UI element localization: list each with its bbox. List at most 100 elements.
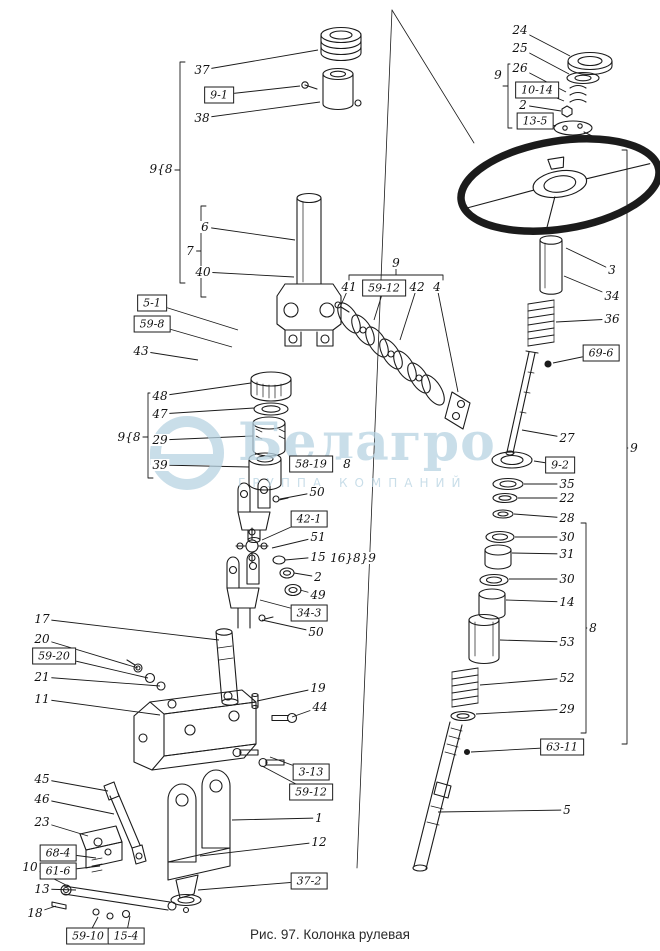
part-number-13: 13 [32,882,52,896]
ball-69-6 [544,360,552,368]
part-number-40: 40 [193,265,213,279]
upper-bushing [322,67,362,111]
part-number-52: 52 [557,671,577,685]
bolt-44 [271,712,298,724]
washer-29 [450,710,476,722]
part-callout-63-11: 63-11 [540,738,584,756]
leader-line [159,464,250,468]
bearing-stack [248,371,292,491]
leader-line [475,708,568,715]
leader-line [41,698,161,716]
part-number-46: 46 [32,792,52,806]
bushing-53 [468,613,500,665]
part-callout-34-3: 34-3 [290,604,328,622]
construction-lines [356,9,475,869]
part-number-12: 12 [309,835,329,849]
leader-line [201,49,319,71]
mounting-bracket [133,689,257,771]
leader-line [202,271,295,278]
part-number-14: 14 [557,595,577,609]
worm-shaft [505,350,539,456]
leader-line [522,104,562,112]
part-callout-13-5: 13-5 [516,112,554,130]
leader-line [197,880,310,891]
spring-52 [451,667,479,708]
part-number-30: 30 [557,572,577,586]
part-number-21: 21 [32,670,52,684]
leader-line [199,841,320,857]
part-number-36: 36 [602,312,622,326]
wheel-nut-stack [553,51,613,137]
part-callout-3-13: 3-13 [292,763,330,781]
part-number-23: 23 [32,815,52,829]
part-callout-9-1: 9-1 [204,86,234,104]
figure-caption: Рис. 97. Колонка рулевая [250,927,410,942]
part-number-9: 9 [628,441,640,455]
part-callout-42-1: 42-1 [290,510,328,528]
part-number-44: 44 [310,700,330,714]
part-number-41: 41 [339,280,359,294]
part-callout-15-4: 15-4 [107,927,145,945]
part-callout-68-4: 68-4 [39,844,77,862]
leader-line [201,101,321,119]
part-number-26: 26 [510,61,530,75]
part-number-34: 34 [602,289,622,303]
part-number-35: 35 [557,477,577,491]
cross-spider [235,527,269,563]
part-number-29: 29 [557,702,577,716]
part-callout-59-20: 59-20 [32,647,76,665]
bearing-washer-stack [478,451,533,620]
leader-line [41,638,139,669]
part-number-38: 38 [192,111,212,125]
part-callout-59-12: 59-12 [362,279,406,297]
part-number-9{8: 9{8 [115,430,143,444]
part-number-50: 50 [307,485,327,499]
part-number-30: 30 [557,530,577,544]
leader-line [479,677,568,686]
part-number-15: 15 [308,550,328,564]
part-callout-37-2: 37-2 [290,872,328,890]
part-number-17: 17 [32,612,52,626]
part-number-9: 9 [492,68,504,82]
part-number-3: 3 [606,263,618,277]
leader-line [159,407,255,415]
part-callout-58-19: 58-19 [289,455,333,473]
disc-stack [337,302,471,430]
part-callout-69-6: 69-6 [582,344,620,362]
part-number-31: 31 [557,547,577,561]
part-number-2: 2 [517,98,529,112]
part-number-9{8: 9{8 [147,162,175,176]
leader-lines-layer [29,29,613,937]
part-number-43: 43 [131,344,151,358]
ball-63-11 [463,748,471,756]
upper-yoke [237,478,289,544]
part-number-7: 7 [184,244,196,258]
part-number-24: 24 [510,23,530,37]
part-number-11: 11 [32,692,52,706]
part-number-51: 51 [308,530,328,544]
part-number-50: 50 [306,625,326,639]
part-number-9: 9 [390,256,402,270]
part-number-29: 29 [150,433,170,447]
leader-line [41,676,161,687]
part-callout-9-2: 9-2 [545,456,575,474]
part-number-27: 27 [557,431,577,445]
leader-line [256,687,319,702]
part-number-49: 49 [308,588,328,602]
leader-line [41,618,220,641]
part-number-5: 5 [561,803,573,817]
column-cap [320,26,362,62]
leader-line [505,599,568,603]
part-number-45: 45 [32,772,52,786]
leader-line [231,817,320,821]
part-number-8: 8 [341,457,353,471]
part-number-6: 6 [199,220,211,234]
bracket-fasteners [126,659,166,691]
part-number-22: 22 [557,491,577,505]
part-callout-59-12: 59-12 [289,783,333,801]
hand-lever [79,781,147,873]
lower-yoke [226,552,274,629]
part-number-1: 1 [313,811,325,825]
